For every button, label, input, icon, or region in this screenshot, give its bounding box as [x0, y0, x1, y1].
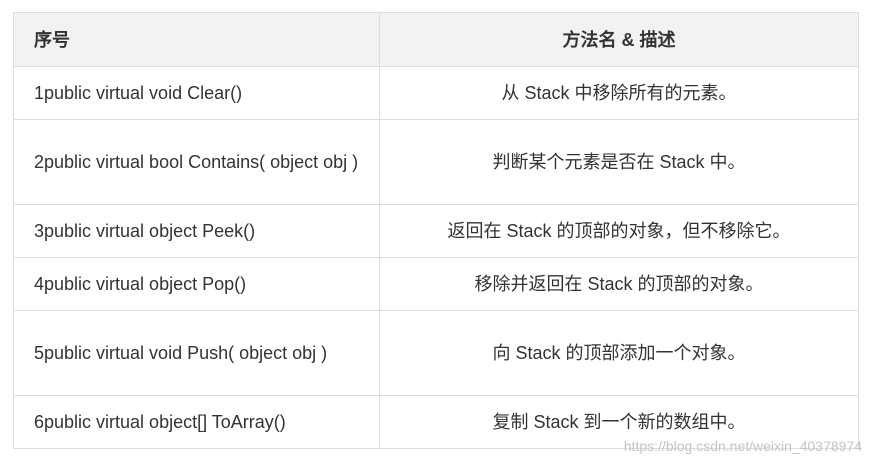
table-row: 3public virtual object Peek() 返回在 Stack …	[13, 204, 859, 258]
header-row: 序号 方法名 & 描述	[13, 12, 859, 67]
table-row: 4public virtual object Pop() 移除并返回在 Stac…	[13, 257, 859, 311]
description-cell: 复制 Stack 到一个新的数组中。	[379, 395, 859, 449]
description-cell: 向 Stack 的顶部添加一个对象。	[379, 310, 859, 396]
table-header: 序号 方法名 & 描述	[13, 12, 859, 67]
method-cell: 5public virtual void Push( object obj )	[13, 310, 380, 396]
table-row: 6public virtual object[] ToArray() 复制 St…	[13, 395, 859, 449]
table-row: 2public virtual bool Contains( object ob…	[13, 119, 859, 205]
description-cell: 移除并返回在 Stack 的顶部的对象。	[379, 257, 859, 311]
table-row: 1public virtual void Clear() 从 Stack 中移除…	[13, 66, 859, 120]
description-cell: 判断某个元素是否在 Stack 中。	[379, 119, 859, 205]
header-method-description: 方法名 & 描述	[379, 12, 859, 67]
description-cell: 从 Stack 中移除所有的元素。	[379, 66, 859, 120]
method-cell: 4public virtual object Pop()	[13, 257, 380, 311]
header-index: 序号	[13, 12, 380, 67]
method-cell: 6public virtual object[] ToArray()	[13, 395, 380, 449]
methods-table: 序号 方法名 & 描述 1public virtual void Clear()…	[13, 12, 859, 449]
table-body: 1public virtual void Clear() 从 Stack 中移除…	[13, 66, 859, 449]
watermark-text: https://blog.csdn.net/weixin_40378974	[623, 438, 862, 454]
table-row: 5public virtual void Push( object obj ) …	[13, 310, 859, 396]
method-cell: 2public virtual bool Contains( object ob…	[13, 119, 380, 205]
description-cell: 返回在 Stack 的顶部的对象，但不移除它。	[379, 204, 859, 258]
method-cell: 1public virtual void Clear()	[13, 66, 380, 120]
method-cell: 3public virtual object Peek()	[13, 204, 380, 258]
